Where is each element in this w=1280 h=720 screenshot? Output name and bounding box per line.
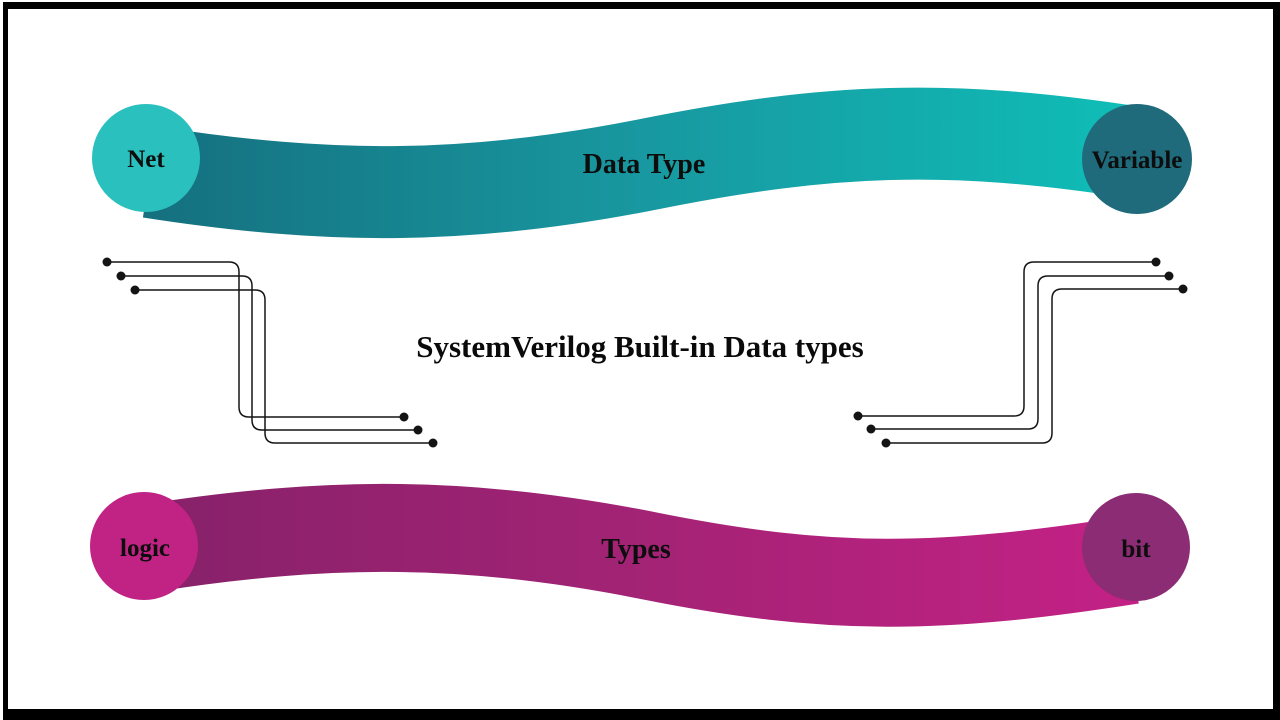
trace-dot [116,271,126,281]
circuit-trace-left-icon [102,257,438,448]
trace-dot [1164,271,1174,281]
net-circle [92,104,200,212]
variable-label: Variable [1092,147,1183,174]
trace-dot [881,438,891,448]
trace-dot [1178,284,1188,294]
trace-dot [428,438,438,448]
trace-dot [413,425,423,435]
net-label: Net [127,146,165,173]
types-ribbon [143,483,1139,627]
trace-dot [1151,257,1161,267]
data-type-ribbon [142,87,1139,239]
page-title: SystemVerilog Built-in Data types [416,329,864,364]
logic-circle [90,492,198,600]
types-label: Types [601,534,671,565]
trace-dot [853,411,863,421]
bit-circle [1082,493,1190,601]
bit-label: bit [1121,536,1151,563]
trace-dot [399,412,409,422]
circuit-trace-right-icon [853,257,1188,448]
logic-label: logic [120,535,170,562]
trace-dot [130,285,140,295]
trace-dot [102,257,112,267]
variable-circle [1082,104,1192,214]
data-type-label: Data Type [583,149,706,180]
trace-dot [866,424,876,434]
